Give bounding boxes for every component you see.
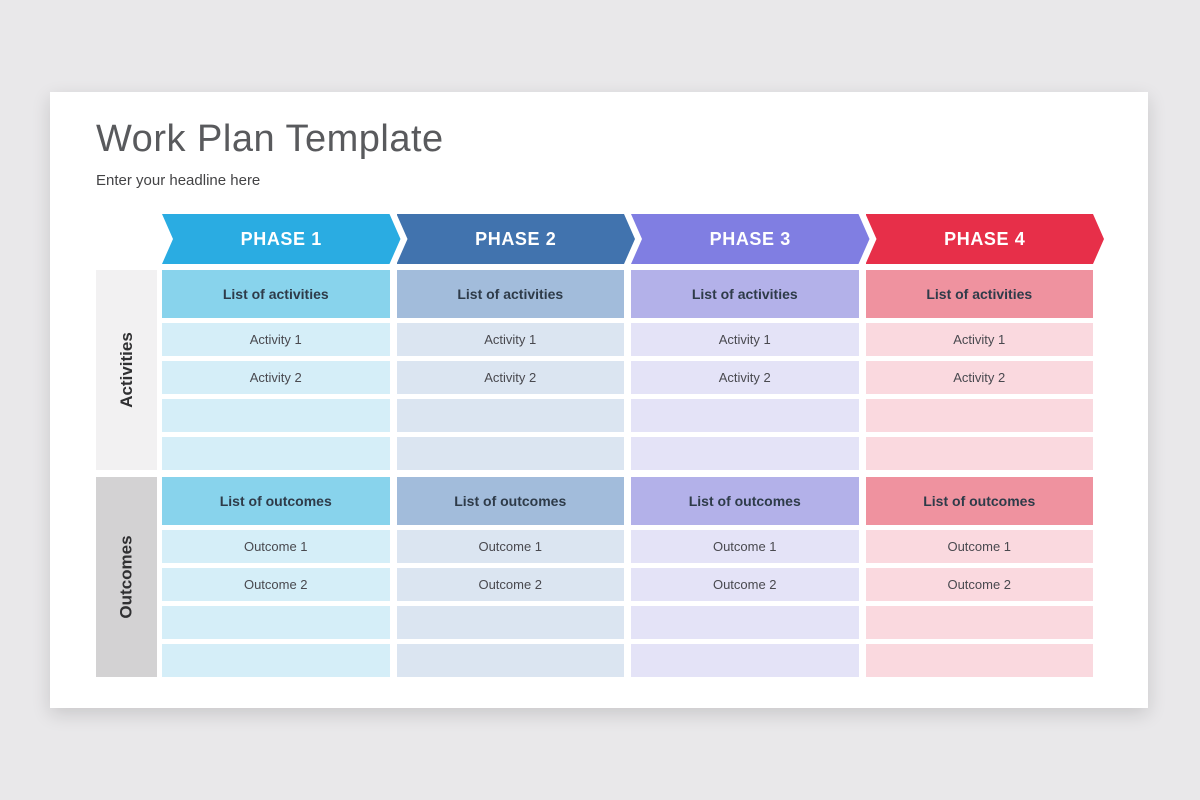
table-row-cell: Activity 2	[162, 361, 390, 394]
section-header-cell: List of outcomes	[865, 477, 1093, 525]
section-header-cell: List of outcomes	[396, 477, 624, 525]
side-label-outcomes: Outcomes	[96, 477, 157, 677]
slide-card: Work Plan Template Enter your headline h…	[50, 92, 1148, 708]
table-row-cell-empty	[162, 437, 390, 470]
phase-label: PHASE 4	[944, 228, 1026, 249]
table-row-cell-empty	[396, 437, 624, 470]
section-header-cell: List of activities	[631, 270, 859, 318]
section-header-cell: List of outcomes	[631, 477, 859, 525]
phase-label: PHASE 2	[475, 228, 557, 249]
page-title: Work Plan Template	[96, 118, 444, 160]
table-row-cell-empty	[162, 399, 390, 432]
phase-arrow-cell: PHASE 4	[866, 214, 1094, 264]
side-label-outcomes-text: Outcomes	[116, 535, 136, 619]
section-header-cell: List of activities	[396, 270, 624, 318]
section-header-cell: List of activities	[162, 270, 390, 318]
table-row-cell: Outcome 1	[865, 530, 1093, 563]
table-row-cell: Outcome 2	[631, 568, 859, 601]
table-row-cell-empty	[396, 644, 624, 677]
phase-arrow-cell: PHASE 2	[397, 214, 625, 264]
section-header-cell: List of activities	[865, 270, 1093, 318]
table-row-cell-empty	[396, 399, 624, 432]
table-row-cell-empty	[162, 644, 390, 677]
table-row-cell: Activity 1	[162, 323, 390, 356]
side-label-activities: Activities	[96, 270, 157, 470]
table-row-cell-empty	[631, 644, 859, 677]
table-row-cell-empty	[865, 399, 1093, 432]
phase-arrows: PHASE 1 PHASE 2 PHASE 3 PHASE 4	[162, 214, 1093, 264]
table-row-cell: Activity 1	[631, 323, 859, 356]
phase-arrow-cell: PHASE 3	[631, 214, 859, 264]
table-row-cell-empty	[865, 437, 1093, 470]
table-row-cell: Activity 2	[631, 361, 859, 394]
table-row-cell: Outcome 2	[865, 568, 1093, 601]
table-row-cell-empty	[631, 606, 859, 639]
table-row-cell: Outcome 2	[162, 568, 390, 601]
table-row-cell-empty	[396, 606, 624, 639]
table-row-cell: Activity 1	[865, 323, 1093, 356]
phase-arrow-cell: PHASE 1	[162, 214, 390, 264]
page-subtitle: Enter your headline here	[96, 172, 261, 189]
table-row-cell: Outcome 2	[396, 568, 624, 601]
table-row-cell-empty	[631, 399, 859, 432]
side-label-activities-text: Activities	[116, 332, 136, 408]
phase-label: PHASE 1	[240, 228, 322, 249]
table-row-cell: Activity 1	[396, 323, 624, 356]
table-row-cell: Outcome 1	[162, 530, 390, 563]
table-row-cell-empty	[865, 644, 1093, 677]
phase-arrow-1: PHASE 1	[162, 214, 401, 264]
table-row-cell: Outcome 1	[631, 530, 859, 563]
table-row-cell-empty	[162, 606, 390, 639]
phase-label: PHASE 3	[709, 228, 791, 249]
table-row-cell: Activity 2	[396, 361, 624, 394]
table-row-cell: Outcome 1	[396, 530, 624, 563]
table-row-cell-empty	[631, 437, 859, 470]
phase-arrow-4: PHASE 4	[866, 214, 1105, 264]
phase-arrow-2: PHASE 2	[397, 214, 636, 264]
table-row-cell: Activity 2	[865, 361, 1093, 394]
table-row-cell-empty	[865, 606, 1093, 639]
section-header-cell: List of outcomes	[162, 477, 390, 525]
phase-arrow-3: PHASE 3	[631, 214, 870, 264]
